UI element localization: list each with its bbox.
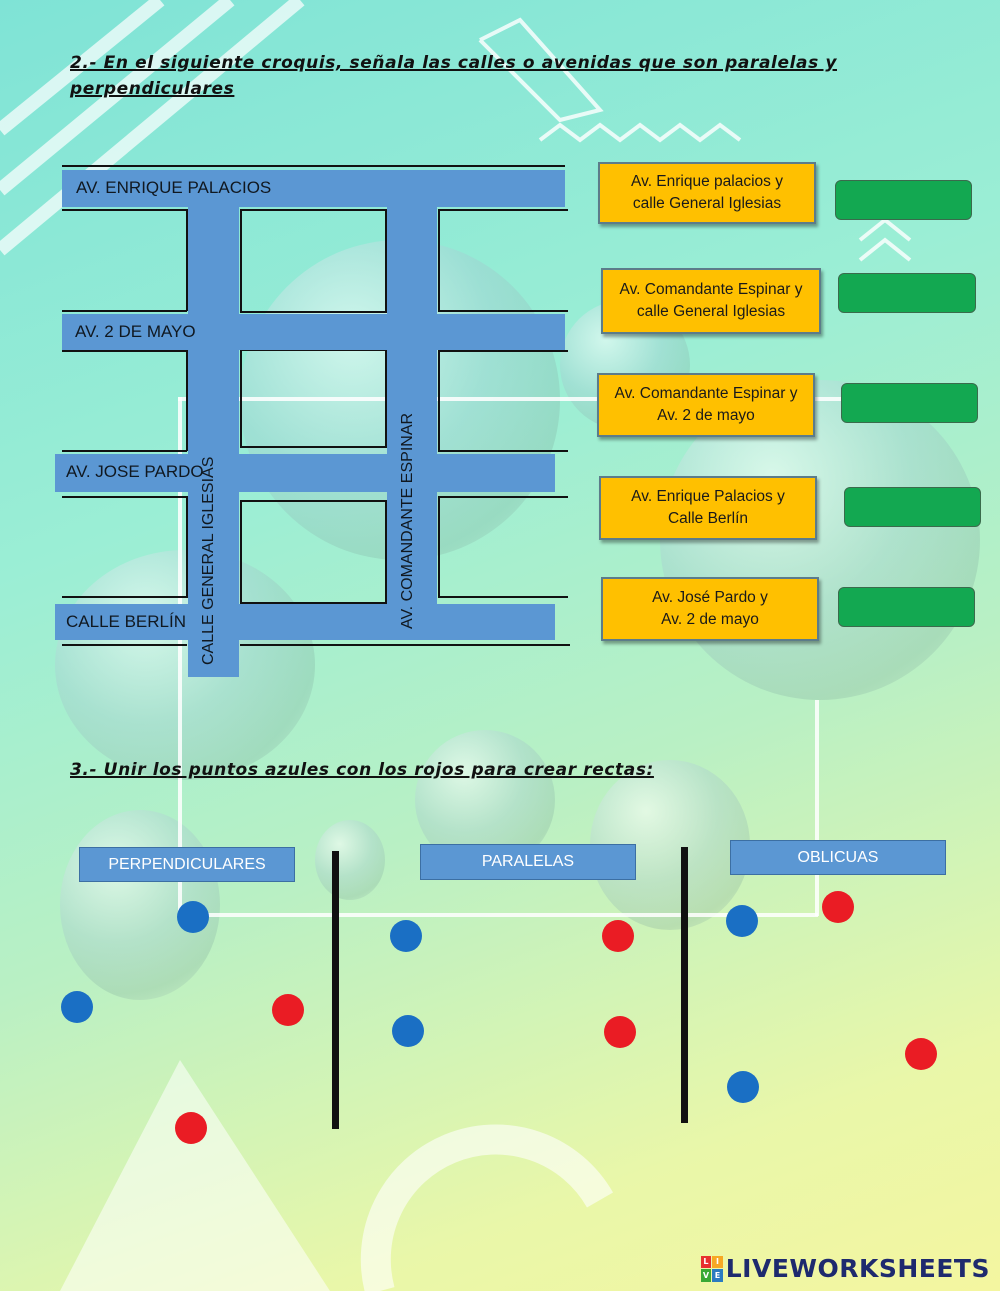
liveworksheets-logo-text: LIVEWORKSHEETS (725, 1254, 990, 1283)
red-dot[interactable] (604, 1016, 636, 1048)
red-dot[interactable] (175, 1112, 207, 1144)
tag-paralelas: PARALELAS (420, 844, 636, 880)
section-2-heading: 2.- En el siguiente croquis, señala las … (70, 53, 837, 99)
label-enrique-palacios: AV. ENRIQUE PALACIOS (76, 178, 272, 197)
answer-box-5[interactable] (838, 587, 975, 627)
liveworksheets-logo: L I V E LIVEWORKSHEETS (700, 1254, 990, 1283)
blue-dot[interactable] (177, 901, 209, 933)
blue-dot[interactable] (392, 1015, 424, 1047)
tag-oblicuas: OBLICUAS (730, 840, 946, 875)
label-comandante-espinar: AV. COMANDANTE ESPINAR (399, 412, 416, 629)
red-dot[interactable] (905, 1038, 937, 1070)
pair-card-1: Av. Enrique palacios y calle General Igl… (598, 162, 816, 224)
red-dot[interactable] (602, 920, 634, 952)
blue-dot[interactable] (61, 991, 93, 1023)
label-jose-pardo: AV. JOSE PARDO (66, 462, 204, 481)
street-comandante-espinar (387, 170, 437, 640)
street-calle-berlin (55, 604, 555, 640)
divider-line-left (332, 851, 339, 1129)
answer-box-1[interactable] (835, 180, 972, 220)
blue-dot[interactable] (726, 905, 758, 937)
pair-card-4: Av. Enrique Palacios y Calle Berlín (599, 476, 817, 540)
pair-card-5: Av. José Pardo y Av. 2 de mayo (601, 577, 819, 641)
answer-box-4[interactable] (844, 487, 981, 527)
tag-perpendiculares: PERPENDICULARES (79, 847, 295, 882)
label-2-de-mayo: AV. 2 DE MAYO (75, 322, 196, 341)
pair-card-2: Av. Comandante Espinar y calle General I… (601, 268, 821, 334)
label-general-iglesias: CALLE GENERAL IGLESIAS (200, 456, 217, 665)
divider-line-right (681, 847, 688, 1123)
street-enrique-palacios (62, 170, 565, 207)
street-jose-pardo (55, 454, 555, 492)
blue-dot[interactable] (727, 1071, 759, 1103)
street-general-iglesias (188, 170, 239, 677)
red-dot[interactable] (822, 891, 854, 923)
pair-card-3: Av. Comandante Espinar y Av. 2 de mayo (597, 373, 815, 437)
answer-box-2[interactable] (838, 273, 976, 313)
label-calle-berlin: CALLE BERLÍN (66, 612, 186, 631)
section-3-heading: 3.- Unir los puntos azules con los rojos… (70, 760, 654, 780)
blue-dot[interactable] (390, 920, 422, 952)
answer-box-3[interactable] (841, 383, 978, 423)
liveworksheets-logo-icon: L I V E (700, 1255, 723, 1282)
street-2-de-mayo (62, 314, 565, 350)
red-dot[interactable] (272, 994, 304, 1026)
